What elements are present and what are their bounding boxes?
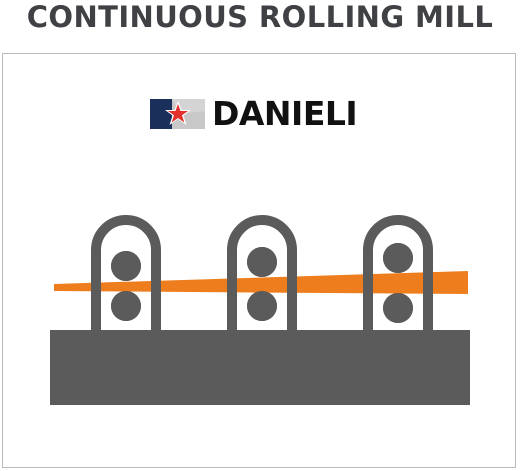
stand-1-upper-roll-front xyxy=(111,251,141,281)
stand-2-frame xyxy=(227,215,297,335)
diagram-title: CONTINUOUS ROLLING MILL xyxy=(26,0,494,34)
danieli-star-emblem-icon xyxy=(150,99,205,129)
danieli-logo: DANIELI xyxy=(150,94,380,133)
danieli-logo-text: DANIELI xyxy=(212,94,358,133)
stand-3-lower-roll-front xyxy=(383,293,413,323)
stand-3-upper-roll-front xyxy=(383,243,413,273)
stand-3-frame xyxy=(363,215,433,335)
stand-1-lower-roll-front xyxy=(111,291,141,321)
stand-1-frame xyxy=(91,215,161,335)
mill-base xyxy=(50,330,470,405)
stand-2-lower-roll-front xyxy=(247,291,277,321)
stand-2-upper-roll-front xyxy=(247,247,277,277)
